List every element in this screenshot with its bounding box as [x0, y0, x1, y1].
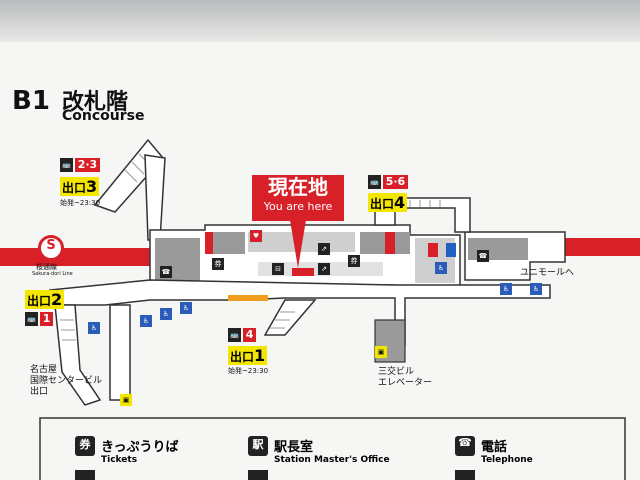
- floor-name-en: Concourse: [62, 108, 145, 124]
- wheelchair-icon: ♿: [530, 283, 542, 295]
- exit4-bus-number: 5·6: [382, 175, 409, 189]
- legend-tickets-jp: きっぷうりば: [101, 440, 179, 455]
- exit2-number: 2: [51, 290, 63, 309]
- floor-code: B1: [12, 86, 50, 116]
- exit1-number: 1: [254, 346, 266, 365]
- exit1-label: 出口: [230, 350, 255, 364]
- exit1-bus: 🚌 4: [228, 328, 257, 342]
- bus-icon: 🚌: [368, 175, 381, 189]
- exit2-bus-number: 1: [39, 312, 54, 326]
- bus-icon: 🚌: [25, 312, 38, 326]
- legend-item-tickets: 券 きっぷうりば Tickets: [75, 436, 178, 465]
- nagoya-exit-line1: 名古屋: [30, 365, 58, 375]
- nagoya-passage: [54, 304, 131, 406]
- bus-icon: 🚌: [228, 328, 241, 342]
- legend-item-station-master: 駅 駅長室 Station Master's Office: [248, 436, 390, 465]
- exit3-number: 3: [86, 177, 98, 196]
- mens-toilet-icon: [446, 243, 456, 257]
- nagoya-exit-line2: 国際センタービル: [30, 376, 103, 386]
- line-name-en: Sakura-dori Line: [32, 271, 73, 277]
- legend-partial-icon: [248, 470, 268, 480]
- here-en: You are here: [263, 200, 333, 213]
- telephone-icon: ☎: [477, 250, 489, 262]
- elevator-icon: ▣: [120, 394, 132, 406]
- track-right: [565, 238, 640, 256]
- telephone-icon: ☎: [455, 436, 475, 456]
- legend-station-master-en: Station Master's Office: [274, 455, 390, 465]
- elevator-icon: ▣: [375, 346, 387, 358]
- telephone-icon: ☎: [160, 266, 172, 278]
- exit1-passage: [263, 299, 317, 336]
- track-left: [0, 248, 150, 266]
- floor-name-jp: 改札階: [62, 90, 129, 115]
- exit4-label: 出口: [370, 197, 395, 211]
- womens-toilet-icon: [428, 243, 438, 257]
- wheelchair-icon: ♿: [500, 283, 512, 295]
- exit4-sign: 出口4: [368, 193, 408, 212]
- exit3-hours: 始発~23:30: [60, 199, 101, 207]
- sanko-line2: エレベーター: [378, 378, 433, 388]
- nagoya-exit-line3: 出口: [30, 387, 49, 397]
- bus-icon: 🚌: [60, 158, 73, 172]
- exit3-bus-number: 2·3: [74, 158, 101, 172]
- sakura-line-symbol: S: [38, 235, 64, 261]
- ticket-gate-icon: ⊟: [272, 263, 284, 275]
- accessible-toilet-icon: ♿: [435, 262, 447, 274]
- here-pointer: [290, 220, 306, 268]
- station-master-icon: 駅: [248, 436, 268, 456]
- escalator-icon: ⇗: [318, 263, 330, 275]
- legend-tickets-en: Tickets: [101, 455, 138, 465]
- exit2-sign: 出口2: [25, 290, 65, 309]
- legend-telephone-en: Telephone: [481, 455, 533, 465]
- exit4-bus: 🚌 5·6: [368, 175, 409, 189]
- wheelchair-icon: ♿: [140, 315, 152, 327]
- legend-telephone-jp: 電話: [481, 440, 508, 455]
- exit2-bus: 🚌 1: [25, 312, 54, 326]
- ticket-icon: 券: [75, 436, 95, 456]
- top-shadow: [0, 0, 640, 42]
- wheelchair-icon: ♿: [180, 302, 192, 314]
- legend-partial-icon: [455, 470, 475, 480]
- legend-partial-icon: [75, 470, 95, 480]
- exit2-label: 出口: [27, 294, 52, 308]
- info-icon: ♥: [250, 230, 262, 242]
- exit3-passage: [93, 138, 166, 241]
- unimall-label: ユニモールへ: [520, 268, 575, 278]
- exit1-bus-number: 4: [242, 328, 257, 342]
- wheelchair-icon: ♿: [88, 322, 100, 334]
- wheelchair-icon: ♿: [160, 308, 172, 320]
- ticket-icon: 券: [348, 255, 360, 267]
- legend-item-telephone: ☎ 電話 Telephone: [455, 436, 533, 465]
- sanko-line1: 三交ビル: [378, 367, 415, 377]
- line-name-jp: 桜通線: [36, 263, 57, 271]
- you-are-here-marker: 現在地 You are here: [252, 175, 344, 221]
- exit1-hours: 始発~23:30: [228, 367, 269, 375]
- exit3-label: 出口: [62, 181, 87, 195]
- legend-frame: [39, 417, 626, 480]
- exit3-bus: 🚌 2·3: [60, 158, 101, 172]
- exit1-sign: 出口1: [228, 346, 268, 365]
- here-jp: 現在地: [268, 175, 328, 199]
- legend-station-master-jp: 駅長室: [274, 440, 314, 455]
- exit4-number: 4: [394, 193, 406, 212]
- exit3-sign: 出口3: [60, 177, 100, 196]
- ticket-icon: 券: [212, 258, 224, 270]
- escalator-icon: ⇗: [318, 243, 330, 255]
